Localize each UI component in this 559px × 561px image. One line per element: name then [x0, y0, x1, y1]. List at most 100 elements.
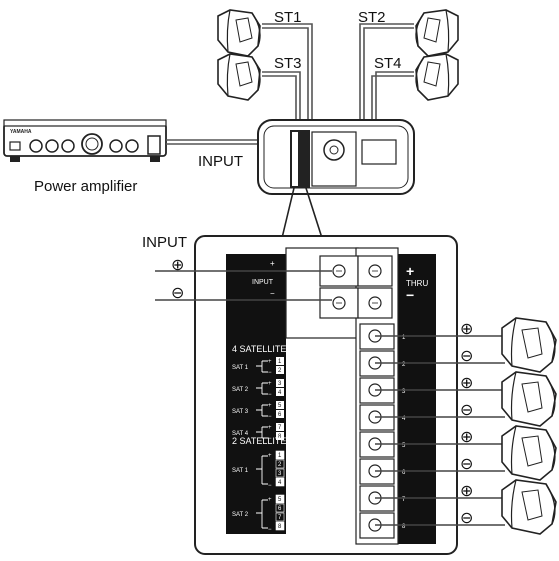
pin-box	[276, 410, 284, 418]
pin-box	[275, 459, 285, 469]
panel-thru-plus: +	[406, 263, 414, 279]
polarity-plus-symbol: ⊕	[460, 429, 473, 446]
bracket	[256, 455, 268, 485]
four-sat-pin: 4	[278, 390, 282, 396]
speaker-st2	[415, 9, 459, 57]
polarity-plus-symbol: ⊕	[460, 375, 473, 392]
pin-box	[275, 494, 285, 504]
panel-input-plus: +	[270, 259, 275, 268]
four-sat-plus: +	[268, 425, 272, 431]
pin-box	[275, 521, 285, 531]
pin-box	[276, 423, 284, 431]
four-sat-name: SAT 2	[232, 387, 249, 393]
four-sat-title: 4 SATELLITE	[232, 344, 286, 354]
amp-brand: YAMAHA	[10, 129, 32, 135]
pin-box	[276, 388, 284, 396]
four-sat-minus: −	[268, 414, 272, 420]
bracket	[256, 382, 268, 395]
terminal-slot	[359, 512, 395, 539]
pin-box	[276, 432, 284, 440]
speaker-cables	[262, 23, 414, 122]
polarity-plus-symbol: ⊕	[460, 321, 473, 338]
satellite-speaker	[501, 317, 557, 373]
terminal-number: 8	[402, 524, 406, 530]
pin-box	[276, 366, 284, 374]
amp-caption: Power amplifier	[34, 178, 137, 195]
four-sat-name: SAT 1	[232, 365, 249, 371]
bracket	[256, 404, 268, 417]
four-sat-minus: −	[268, 392, 272, 398]
two-sat-name: SAT 2	[232, 512, 249, 518]
terminal-number: 4	[402, 416, 406, 422]
input-plus-symbol: ⊕	[171, 257, 184, 274]
satellite-speaker	[501, 371, 557, 427]
pin-box	[276, 401, 284, 409]
two-sat-pin: 5	[278, 497, 282, 503]
four-sat-pin: 6	[278, 412, 282, 418]
label-input-detail: INPUT	[142, 234, 187, 251]
four-sat-pin: 5	[278, 403, 282, 409]
polarity-minus-symbol: ⊖	[460, 456, 473, 473]
pin-box	[275, 477, 285, 487]
four-sat-plus: +	[268, 359, 272, 365]
two-sat-title: 2 SATELLITE	[232, 436, 286, 446]
pin-box	[275, 468, 285, 478]
bracket	[256, 426, 268, 439]
four-sat-pin: 7	[278, 425, 282, 431]
input-wires	[155, 270, 332, 301]
pin-box	[275, 450, 285, 460]
terminal-number: 5	[402, 443, 406, 449]
four-sat-name: SAT 3	[232, 409, 249, 415]
four-sat-pin: 3	[278, 381, 282, 387]
two-sat-name: SAT 1	[232, 468, 249, 474]
label-input-top: INPUT	[198, 153, 243, 170]
terminal-number: 2	[402, 362, 406, 368]
two-sat-plus: +	[268, 453, 272, 459]
terminal-number: 3	[402, 389, 406, 395]
pin-box	[276, 379, 284, 387]
speaker-st1	[217, 9, 261, 57]
two-sat-plus: +	[268, 497, 272, 503]
two-sat-pin: 2	[278, 462, 282, 468]
zoom-lines	[281, 187, 323, 239]
four-sat-pin: 1	[278, 359, 282, 365]
terminal-number: 6	[402, 470, 406, 476]
satellite-speaker	[501, 425, 557, 481]
two-sat-pin: 6	[278, 506, 282, 512]
label-st2: ST2	[358, 9, 386, 26]
polarity-minus-symbol: ⊖	[460, 402, 473, 419]
pin-box	[276, 357, 284, 365]
four-sat-plus: +	[268, 403, 272, 409]
panel-thru-minus: −	[406, 287, 414, 303]
satellite-speaker	[501, 479, 557, 535]
panel-input-label: INPUT	[252, 279, 274, 286]
two-sat-pin: 1	[278, 453, 282, 459]
bracket	[256, 499, 268, 529]
two-sat-pin: 4	[278, 480, 282, 486]
two-sat-minus: −	[268, 483, 272, 489]
output-wiring: ⊕⊖⊕⊖⊕⊖⊕⊖	[375, 317, 557, 535]
polarity-plus-symbol: ⊕	[460, 483, 473, 500]
four-sat-minus: −	[268, 370, 272, 376]
label-st3: ST3	[274, 55, 302, 72]
speaker-st4	[415, 53, 459, 101]
label-st1: ST1	[274, 9, 302, 26]
terminal-number: 7	[402, 497, 406, 503]
input-minus-symbol: ⊖	[171, 285, 184, 302]
power-amplifier: YAMAHA	[3, 119, 167, 162]
terminal-number: 1	[402, 335, 406, 341]
panel-input-minus: −	[270, 289, 275, 298]
two-sat-minus: −	[268, 527, 272, 533]
four-sat-pin: 8	[278, 434, 282, 440]
four-sat-pin: 2	[278, 368, 282, 374]
speaker-st3	[217, 53, 261, 101]
pin-box	[275, 512, 285, 522]
two-sat-pin: 8	[278, 524, 282, 530]
polarity-minus-symbol: ⊖	[460, 510, 473, 527]
junction-box	[257, 119, 415, 195]
panel-thru-label: THRU	[406, 279, 428, 288]
four-sat-plus: +	[268, 381, 272, 387]
